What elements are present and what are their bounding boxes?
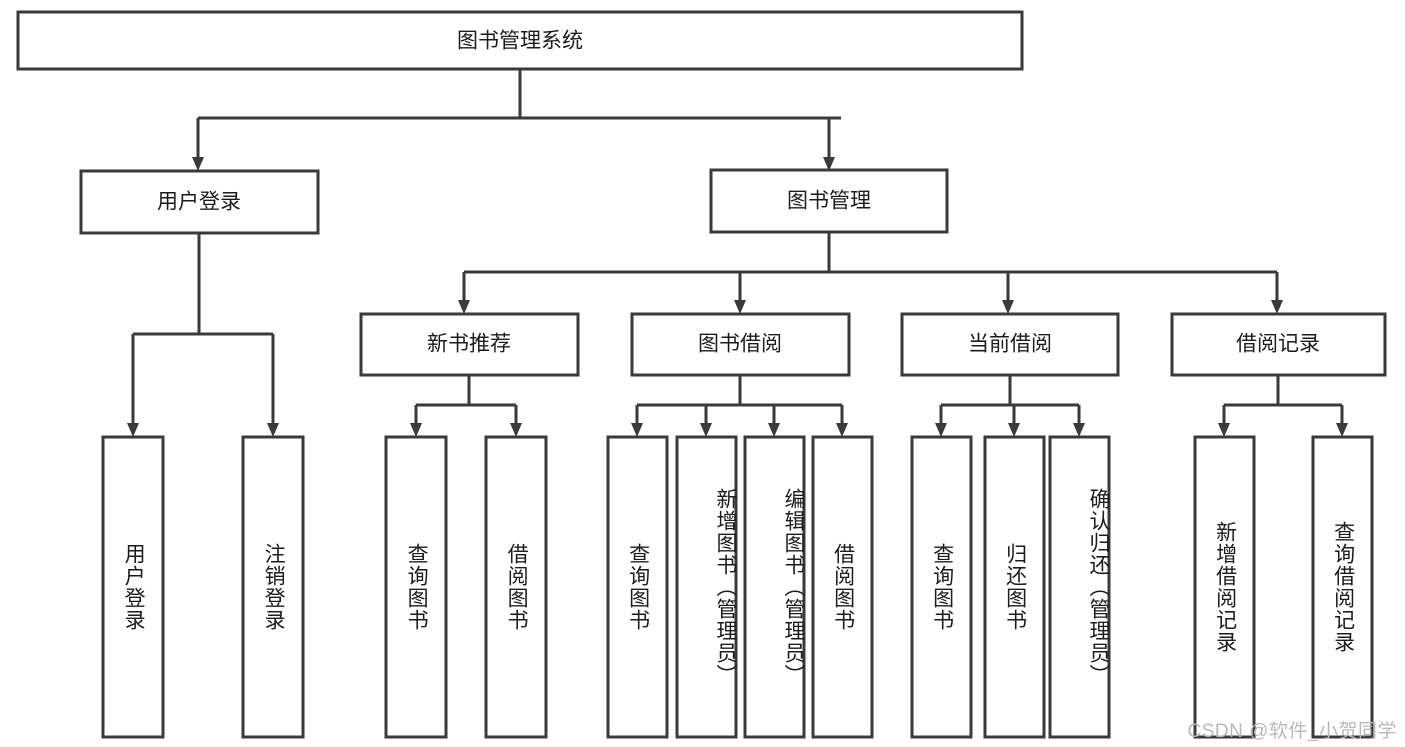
arrowhead-leaf-borrow-book-2 (836, 423, 848, 437)
arrowhead-leaf-edit-book (768, 423, 780, 437)
arrowhead-leaf-query-record (1336, 423, 1348, 437)
node-borrow-record-label: 借阅记录 (1236, 333, 1320, 356)
leaf-box-query-book-2[interactable] (606, 435, 669, 739)
node-current-borrow-box[interactable] (900, 312, 1120, 377)
connector-group-user-login (127, 233, 279, 437)
node-borrow-record[interactable]: 借阅记录 (1170, 312, 1387, 377)
leaf-box-confirm-return[interactable] (1048, 435, 1111, 739)
watermark-text: CSDN @软件_小贺同学 (1187, 721, 1397, 742)
node-root[interactable]: 图书管理系统 (16, 10, 1024, 71)
node-book-manage[interactable]: 图书管理 (709, 168, 949, 234)
node-book-borrow[interactable]: 图书借阅 (630, 312, 851, 377)
arrowhead-leaf-user-login (127, 423, 139, 437)
connector-group-root (192, 69, 841, 171)
node-book-manage-box[interactable] (709, 168, 949, 234)
connector-group-book-manage (458, 232, 1283, 314)
leaf-box-return-book[interactable] (983, 435, 1046, 739)
node-current-borrow-label: 当前借阅 (968, 333, 1052, 356)
leaf-box-query-book-1[interactable] (384, 435, 448, 739)
node-book-borrow-label: 图书借阅 (698, 333, 782, 356)
leaf-box-query-record[interactable] (1311, 435, 1374, 739)
arrowhead-new-book-recommend (458, 300, 470, 314)
arrowhead-leaf-add-book (700, 423, 712, 437)
arrowhead-leaf-return-book (1008, 423, 1020, 437)
arrowhead-leaf-confirm-return (1073, 423, 1085, 437)
leaf-box-query-book-3[interactable] (910, 435, 973, 739)
leaf-box-user-login[interactable] (101, 435, 165, 739)
arrowhead-leaf-query-book-1 (410, 423, 422, 437)
arrowhead-book-borrow (734, 300, 746, 314)
leaf-box-group (101, 435, 1374, 739)
arrowhead-leaf-borrow-book-1 (510, 423, 522, 437)
node-book-manage-label: 图书管理 (787, 190, 871, 213)
leaf-box-borrow-book-2[interactable] (811, 435, 874, 739)
node-book-borrow-box[interactable] (630, 312, 851, 377)
arrowhead-leaf-user-logout (267, 423, 279, 437)
arrowhead-user-login (192, 157, 204, 171)
node-user-login-label: 用户登录 (157, 191, 241, 214)
node-current-borrow[interactable]: 当前借阅 (900, 312, 1120, 377)
connector-group-new-book-recommend (410, 375, 522, 437)
node-new-book-recommend-label: 新书推荐 (427, 333, 511, 356)
leaf-box-borrow-book-1[interactable] (484, 435, 548, 739)
arrowhead-leaf-query-book-2 (631, 423, 643, 437)
node-root-label: 图书管理系统 (457, 30, 583, 53)
arrowhead-borrow-record (1271, 300, 1283, 314)
connector-group-current-borrow (935, 375, 1085, 437)
arrowhead-book-manage (823, 157, 835, 171)
leaf-box-add-book[interactable] (675, 435, 738, 739)
arrowhead-leaf-add-record (1218, 423, 1230, 437)
connector-group-borrow-record (1218, 375, 1348, 437)
connector-group-book-borrow (631, 375, 848, 437)
arrowhead-leaf-query-book-3 (935, 423, 947, 437)
node-user-login-box[interactable] (79, 169, 320, 235)
node-user-login[interactable]: 用户登录 (79, 169, 320, 235)
node-new-book-recommend-box[interactable] (359, 312, 580, 377)
node-new-book-recommend[interactable]: 新书推荐 (359, 312, 580, 377)
leaf-box-add-record[interactable] (1193, 435, 1256, 739)
node-root-box[interactable] (16, 10, 1024, 71)
arrowhead-current-borrow (1002, 300, 1014, 314)
node-borrow-record-box[interactable] (1170, 312, 1387, 377)
leaf-box-edit-book[interactable] (743, 435, 806, 739)
leaf-box-user-logout[interactable] (241, 435, 305, 739)
